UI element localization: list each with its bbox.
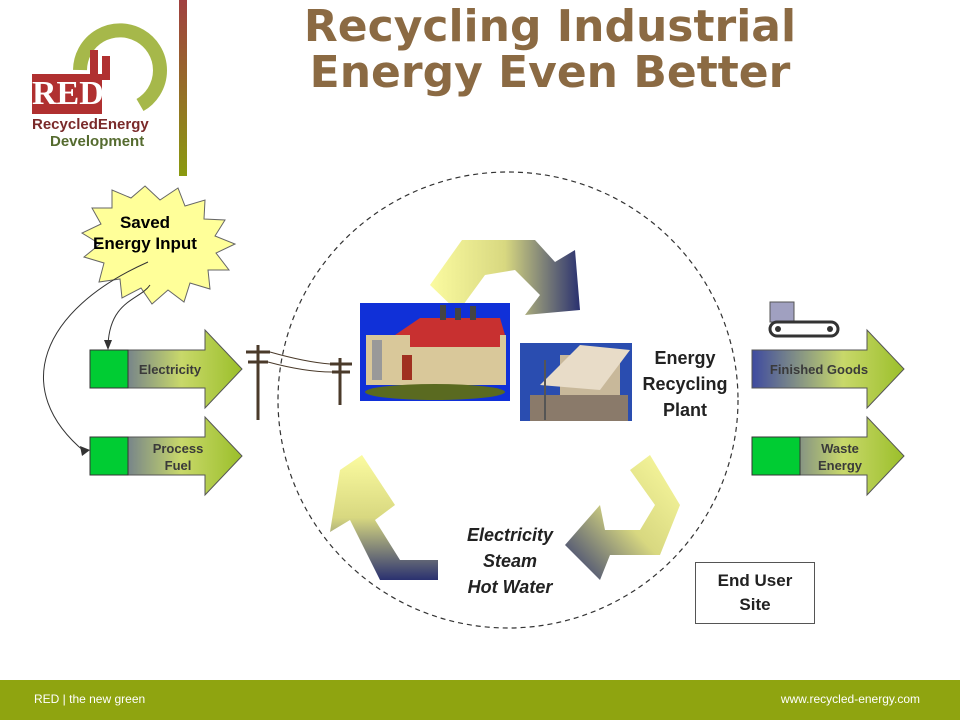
- connector-arrowhead: [80, 446, 90, 456]
- input-line-1: Electricity: [138, 362, 202, 377]
- title-line-1: Recycling Industrial: [303, 1, 797, 52]
- logo-mark: RED: [32, 74, 104, 114]
- output-energy-line-1: Electricity: [466, 525, 554, 545]
- input-label-electricity: Electricity: [128, 361, 212, 378]
- footer-tagline: RED | the new green: [34, 692, 146, 706]
- plant-line-3: Plant: [662, 400, 707, 420]
- output-line-2: Energy: [817, 458, 863, 473]
- power-plant-picture: [520, 343, 632, 421]
- output-label-waste-energy: Waste Energy: [800, 440, 880, 474]
- connector-to-process-fuel: [43, 261, 149, 453]
- plant-line-1: Energy: [654, 348, 716, 368]
- input-indicator-process-fuel: [89, 436, 129, 476]
- output-energy-label: Electricity Steam Hot Water: [440, 522, 580, 600]
- burst-line-1: Saved: [119, 213, 171, 232]
- output-line-1: Waste: [821, 441, 859, 456]
- plant-line-2: Recycling: [642, 374, 728, 394]
- factory-picture: [360, 303, 510, 401]
- input-line-2: Fuel: [164, 458, 192, 473]
- saved-energy-burst: [80, 185, 237, 305]
- recycle-arrow-right-icon: [565, 455, 680, 580]
- saved-energy-label: Saved Energy Input: [70, 212, 220, 254]
- output-label-finished-goods: Finished Goods: [756, 361, 882, 378]
- logo-text: RecycledEnergy Development: [32, 116, 182, 150]
- connector-to-electricity: [107, 284, 151, 346]
- recycle-arrow-top-icon: [430, 240, 580, 315]
- footer-bar: RED | the new green www.recycled-energy.…: [0, 680, 960, 720]
- conveyor-belt-icon: [768, 301, 840, 338]
- footer-url[interactable]: www.recycled-energy.com: [780, 692, 920, 706]
- output-line-1: Finished Goods: [769, 362, 869, 377]
- input-label-process-fuel: Process Fuel: [132, 440, 224, 474]
- output-arrow-finished-goods: [751, 328, 905, 410]
- power-pole-icon: [246, 345, 352, 420]
- title-line-2: Energy Even Better: [309, 47, 791, 98]
- output-indicator-waste-energy: [751, 436, 801, 476]
- output-energy-line-2: Steam: [482, 551, 538, 571]
- output-energy-line-3: Hot Water: [467, 577, 553, 597]
- input-indicator-electricity: [89, 349, 129, 389]
- input-line-1: Process: [152, 441, 204, 456]
- end-user-line-2: Site: [739, 595, 771, 614]
- site-boundary-circle: [277, 171, 739, 629]
- connector-arrowhead: [104, 340, 112, 350]
- plant-label: Energy Recycling Plant: [625, 345, 745, 423]
- page-title: Recycling Industrial Energy Even Better: [230, 4, 870, 96]
- recycle-arrow-left-icon: [330, 455, 438, 580]
- logo-line-2: Development: [50, 133, 145, 150]
- burst-line-2: Energy Input: [93, 234, 197, 253]
- logo-swirl-icon: [73, 23, 167, 112]
- end-user-line-1: End User: [717, 571, 793, 590]
- end-user-box: End User Site: [695, 562, 815, 624]
- diagram-canvas: [43, 171, 905, 629]
- logo-divider: [179, 0, 187, 176]
- logo-line-1: RecycledEnergy: [32, 116, 149, 133]
